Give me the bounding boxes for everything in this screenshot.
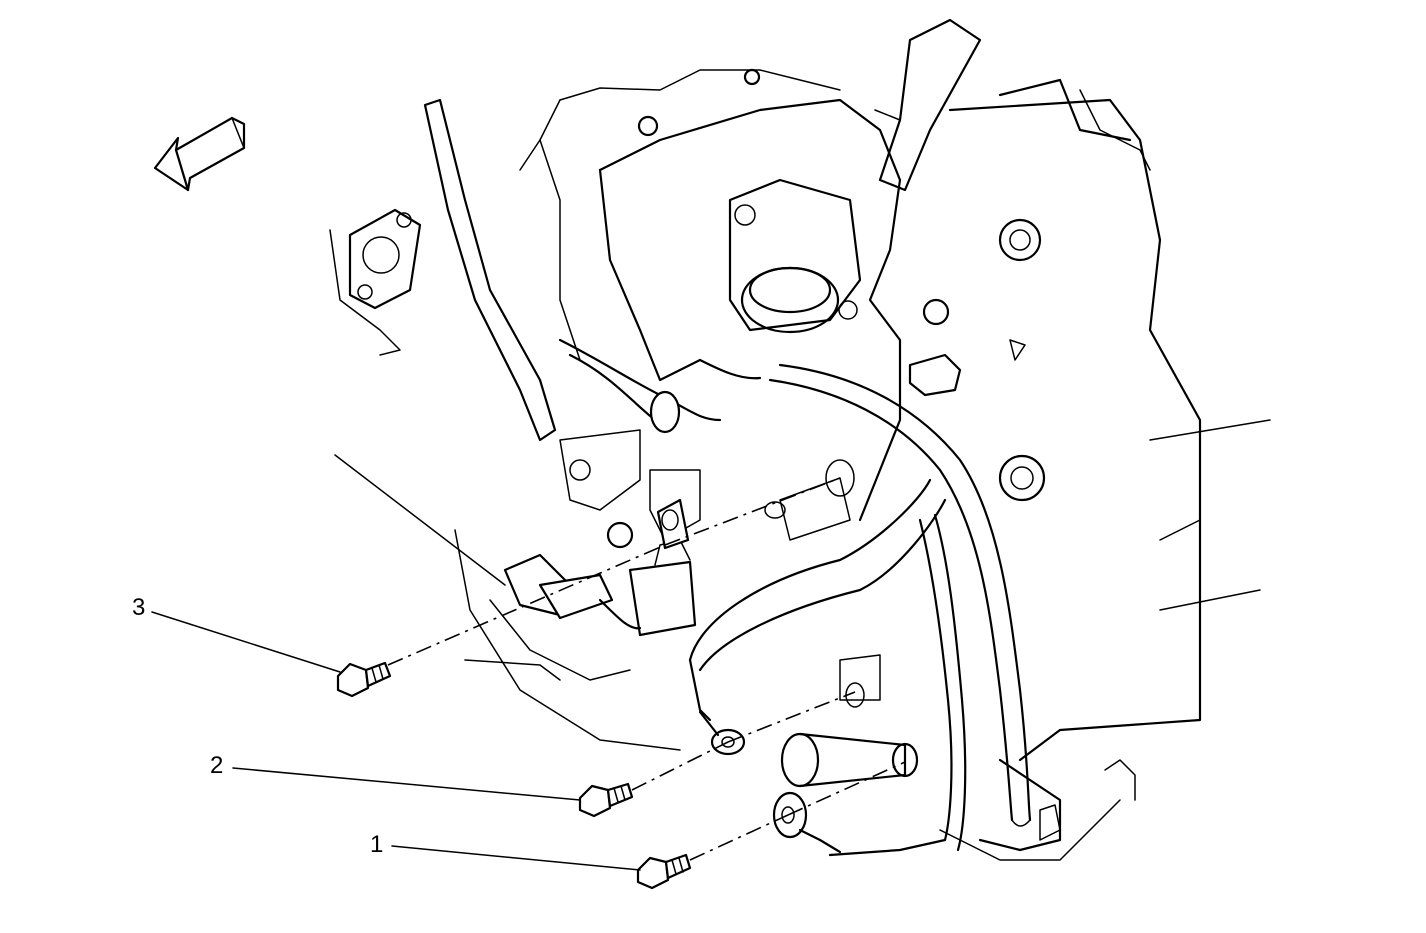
bolt-3 xyxy=(336,661,392,698)
block-bolt-upper xyxy=(998,218,1042,262)
sensor-connector xyxy=(503,498,697,637)
callout-2: 2 xyxy=(210,752,224,779)
ground-terminal-lower xyxy=(772,791,842,854)
wiring-harness xyxy=(558,338,1032,857)
callout-1: 1 xyxy=(370,831,384,858)
bolt-2 xyxy=(578,782,634,818)
front-direction-arrow-icon xyxy=(153,116,246,192)
alignment-lines xyxy=(387,477,906,861)
bolt-1 xyxy=(636,853,692,890)
ground-terminal-upper xyxy=(698,710,746,756)
engine-block xyxy=(329,18,1271,861)
leader-lines xyxy=(151,454,641,871)
callout-3: 3 xyxy=(132,594,146,621)
block-bolt-lower xyxy=(998,454,1046,502)
